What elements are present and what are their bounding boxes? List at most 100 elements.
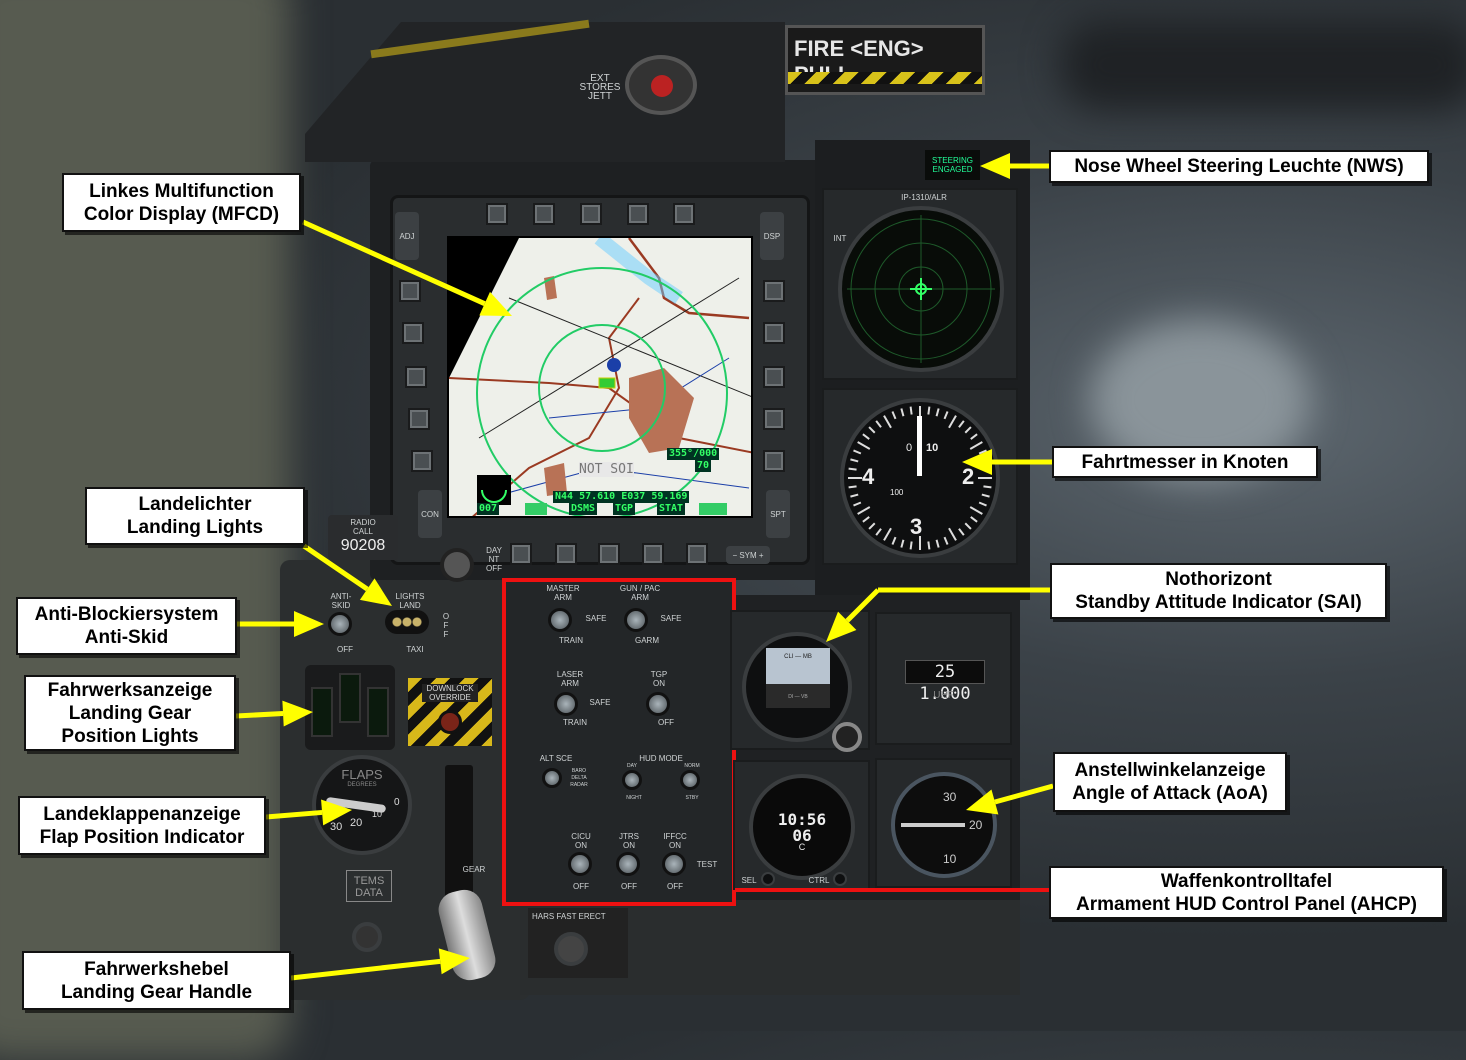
airspeed-tick <box>935 408 940 417</box>
osb-label-tgp[interactable]: TGP <box>613 503 636 515</box>
ext-stores-jett-button[interactable] <box>625 55 697 115</box>
arrow-line <box>265 809 323 820</box>
osb-button[interactable] <box>763 322 785 344</box>
airspeed-tick <box>883 415 892 429</box>
osb-button[interactable] <box>405 366 427 388</box>
label-line: Fahrwerkshebel <box>84 958 229 980</box>
hud-day-night-switch[interactable] <box>622 770 642 790</box>
osb-button[interactable] <box>408 408 430 430</box>
label-line: Landing Gear <box>68 702 192 724</box>
jtrs-label: JTRS ON <box>619 832 639 850</box>
day-night-knob[interactable] <box>440 548 474 582</box>
osb-button[interactable] <box>673 203 695 225</box>
label-line: Flap Position Indicator <box>39 826 245 848</box>
airspeed-tick <box>948 415 957 429</box>
sym-rocker[interactable]: − SYM + <box>726 546 770 564</box>
tems-data-placard: TEMS DATA <box>346 870 392 902</box>
osb-button[interactable] <box>533 203 555 225</box>
osb-button[interactable] <box>555 543 577 565</box>
anti-skid-switch[interactable] <box>328 612 352 636</box>
anti-skid-off-label: OFF <box>337 645 353 654</box>
airspeed-tick <box>875 420 882 428</box>
arrow-line <box>301 219 486 306</box>
adj-rocker[interactable]: ADJ <box>395 212 419 260</box>
gun-pac-arm-switch[interactable] <box>624 608 648 632</box>
lights-off-label: O F F <box>442 612 450 639</box>
laser-safe-label: SAFE <box>589 698 611 707</box>
landing-lights-switch[interactable] <box>385 610 429 634</box>
bearing-range-readout: 355°/000 <box>667 448 720 460</box>
airspeed-tick <box>900 539 905 548</box>
rwr-scope <box>838 206 1004 372</box>
airspeed-tick <box>909 541 913 550</box>
osb-button[interactable] <box>486 203 508 225</box>
hud-norm-stby-switch[interactable] <box>680 770 700 790</box>
gear-label: GEAR <box>462 865 486 874</box>
airspeed-tick <box>909 406 913 415</box>
osb-label-stat[interactable]: STAT <box>657 503 686 515</box>
tems-knob[interactable] <box>352 922 382 952</box>
flaps-degrees-label: DEGREES <box>347 782 377 788</box>
master-train-label: TRAIN <box>559 636 583 645</box>
spt-rocker[interactable]: SPT <box>766 490 790 538</box>
tgp-switch[interactable] <box>646 692 670 716</box>
not-soi-indicator: NOT SOI <box>579 462 634 477</box>
con-rocker[interactable]: CON <box>418 490 442 538</box>
airspeed-tick <box>857 506 871 515</box>
master-arm-label: MASTER ARM <box>546 584 580 602</box>
alt-sce-switch[interactable] <box>542 768 562 788</box>
gear-position-lights <box>305 665 395 750</box>
hud-norm-label: NORM <box>684 763 700 769</box>
downlock-override-button[interactable] <box>438 710 462 734</box>
hars-fast-erect-button[interactable] <box>554 932 588 966</box>
osb-label-dsms[interactable]: DSMS <box>569 503 598 515</box>
sai-ground: DI — VB <box>766 684 830 708</box>
label-line: Anstellwinkelanzeige <box>1074 760 1266 781</box>
cicu-switch[interactable] <box>568 852 592 876</box>
airspeed-ticks <box>848 406 992 550</box>
osb-button[interactable] <box>642 543 664 565</box>
osb-button[interactable] <box>763 366 785 388</box>
osb-button[interactable] <box>402 322 424 344</box>
airspeed-tick <box>978 449 987 455</box>
osb-button[interactable] <box>763 450 785 472</box>
sai-top-text: CLI — MB <box>784 654 812 660</box>
jtrs-switch[interactable] <box>616 852 640 876</box>
airspeed-number: 2 <box>962 464 975 489</box>
sai-cage-knob[interactable] <box>832 722 862 752</box>
osb-label-dclt[interactable]: DCLT <box>699 503 728 515</box>
radio-call-label: RADIO CALL <box>350 518 376 536</box>
master-arm-switch[interactable] <box>548 608 572 632</box>
clock-ctrl-button[interactable] <box>833 872 847 886</box>
osb-label-007[interactable]: 007 <box>477 503 500 515</box>
osb-button[interactable] <box>686 543 708 565</box>
airspeed-tick <box>891 536 897 545</box>
osb-button[interactable] <box>598 543 620 565</box>
osb-button[interactable] <box>627 203 649 225</box>
uhf-label: UHF <box>933 690 954 701</box>
osb-button[interactable] <box>580 203 602 225</box>
clock-seconds: 06 <box>792 826 812 845</box>
osb-button[interactable] <box>411 450 433 472</box>
dsp-rocker[interactable]: DSP <box>760 212 784 260</box>
spt-label: SPT <box>770 510 786 519</box>
fire-handle[interactable]: FIRE <ENG> PULL <box>785 25 985 95</box>
osb-button[interactable] <box>763 280 785 302</box>
aoa-tick: 10 <box>943 852 957 866</box>
aoa-indicator: 30 20 10 <box>891 772 997 878</box>
osb-label-tad[interactable]: TAD <box>525 503 548 515</box>
mfcd-screen[interactable]: NOT SOI 355°/000 70 N44 57.610 E037 59.1… <box>447 236 753 518</box>
osb-button[interactable] <box>763 408 785 430</box>
hars-fast-erect-label: HARS FAST ERECT <box>532 912 606 921</box>
iffcc-switch[interactable] <box>662 852 686 876</box>
laser-arm-switch[interactable] <box>554 692 578 716</box>
airspeed-indicator: 4 3 2 10 100 0 <box>840 398 1000 558</box>
osb-button[interactable] <box>510 543 532 565</box>
clock-time: 10:56 <box>777 810 827 829</box>
osb-button[interactable] <box>399 280 421 302</box>
clock-sel-button[interactable] <box>761 872 775 886</box>
iffcc-label: IFFCC ON <box>663 832 687 850</box>
gear-light-nose <box>339 673 361 723</box>
